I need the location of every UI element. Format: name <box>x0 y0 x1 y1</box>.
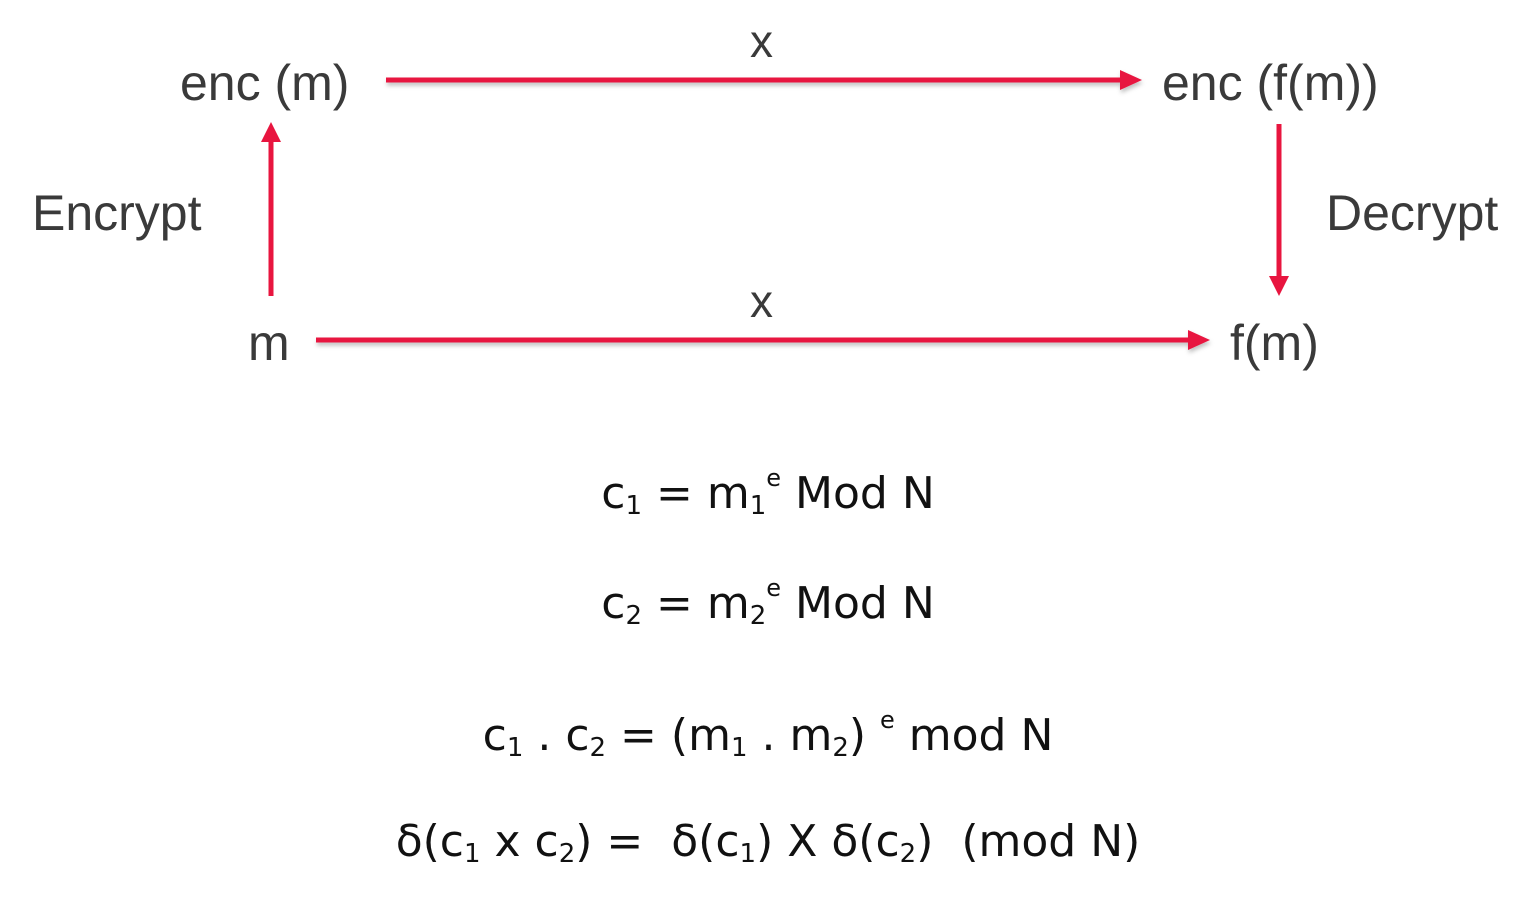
node-enc-m: enc (m) <box>180 55 350 111</box>
equation-homomorphic: δ(c1 x c2) = δ(c1) X δ(c2) (mod N) <box>395 816 1141 869</box>
equation-c2: c2 = m2e Mod N <box>601 574 935 631</box>
encrypt-label: Encrypt <box>32 185 202 241</box>
top-edge-label: x <box>750 15 773 67</box>
bottom-edge-label: x <box>750 275 773 327</box>
node-fm: f(m) <box>1230 315 1319 371</box>
decrypt-label: Decrypt <box>1326 185 1499 241</box>
decrypt-arrow <box>1269 124 1289 296</box>
bottom-arrow <box>316 330 1210 350</box>
node-m: m <box>248 315 290 371</box>
top-arrow <box>386 70 1142 90</box>
equation-product: c1 . c2 = (m1 . m2) e mod N <box>482 706 1054 763</box>
encrypt-arrow <box>261 122 281 296</box>
equation-c1: c1 = m1e Mod N <box>601 464 935 521</box>
node-enc-fm: enc (f(m)) <box>1162 55 1379 111</box>
